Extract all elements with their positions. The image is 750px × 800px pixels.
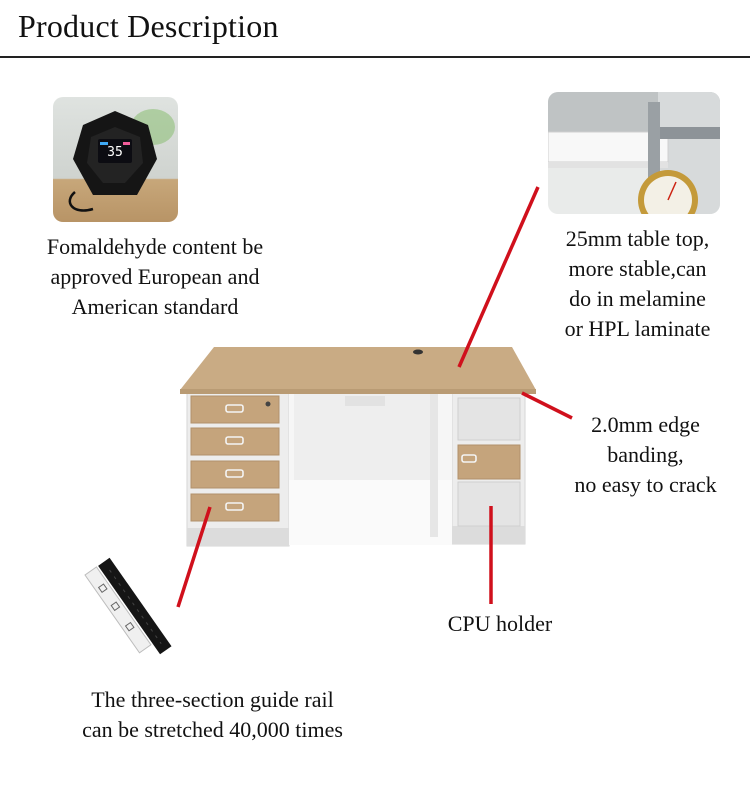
edge-banding-caption: 2.0mm edge banding, no easy to crack (548, 410, 743, 500)
caption-line: 2.0mm edge (591, 412, 700, 437)
caption-line: or HPL laminate (564, 316, 711, 341)
sensor-reading: 35 (107, 145, 123, 160)
table-top-caption: 25mm table top, more stable,can do in me… (535, 224, 740, 344)
caption-line: can be stretched 40,000 times (82, 717, 343, 742)
formaldehyde-sensor-image: 35 (53, 97, 178, 222)
caption-line: no easy to crack (574, 472, 717, 497)
caption-line: more stable,can (568, 256, 707, 281)
caption-line: American standard (71, 294, 239, 319)
page-title: Product Description (18, 8, 279, 44)
caption-line: 25mm table top, (565, 226, 710, 251)
formaldehyde-caption: Fomaldehyde content be approved European… (0, 232, 310, 322)
caption-line: The three-section guide rail (91, 687, 334, 712)
cpu-holder-caption: CPU holder (447, 611, 553, 636)
caption-line: do in melamine (569, 286, 706, 311)
guide-rail-caption: The three-section guide rail can be stre… (30, 685, 395, 745)
caliper-measurement-image (548, 92, 720, 214)
caption-line: approved European and (50, 264, 260, 289)
caption-line: banding, (607, 442, 684, 467)
caption-line: Fomaldehyde content be (46, 234, 264, 259)
title-divider (0, 56, 750, 58)
